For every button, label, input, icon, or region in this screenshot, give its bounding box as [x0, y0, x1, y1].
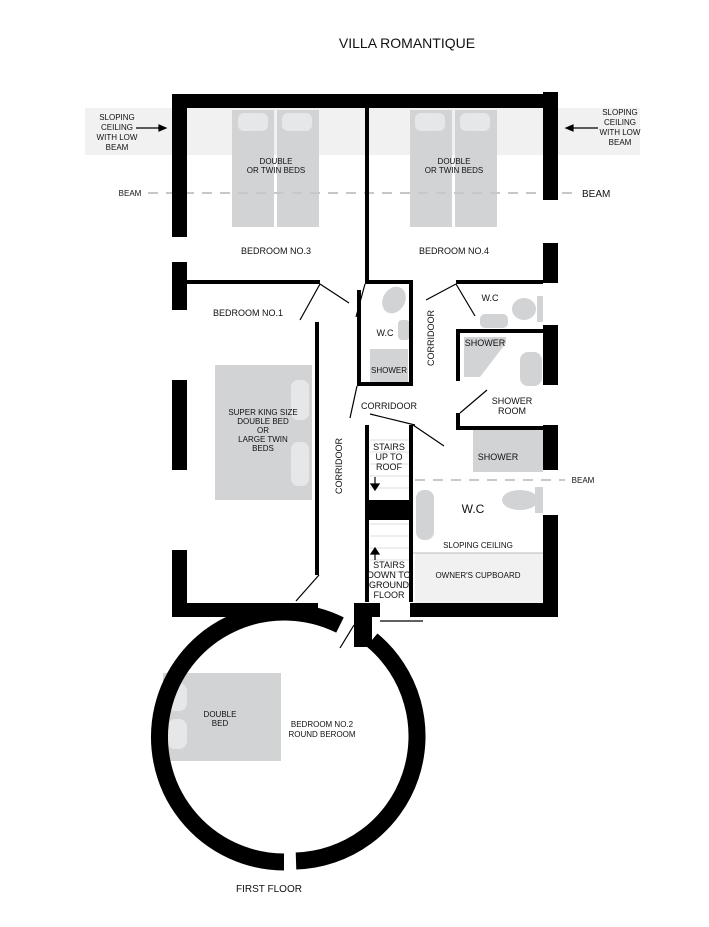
stairs-down-3: GROUND — [369, 580, 409, 590]
toilet-icon — [502, 490, 538, 510]
round-wall-left — [151, 603, 344, 871]
sloping-left-2: CEILING — [101, 123, 133, 132]
wc-big-label: W.C — [462, 502, 485, 516]
stairs-up-1: STAIRS — [373, 442, 405, 452]
bed1-text-5: BEDS — [252, 444, 274, 453]
sink-icon — [480, 314, 508, 328]
owners-cupboard-label: OWNER'S CUPBOARD — [435, 571, 520, 580]
wc-small-label: W.C — [377, 328, 394, 338]
shower-big-label: SHOWER — [478, 452, 519, 462]
bed4-text-2: OR TWIN BEDS — [425, 166, 484, 175]
stairs-up-3: ROOF — [376, 462, 403, 472]
floor-label: FIRST FLOOR — [236, 884, 302, 895]
bed4-text-1: DOUBLE — [438, 157, 471, 166]
stairs-up-2: UP TO — [375, 452, 402, 462]
beam-small-label: BEAM — [572, 476, 595, 485]
bed-bedroom1 — [215, 365, 312, 500]
shower-room-shower-label: SHOWER — [465, 338, 506, 348]
bed1-text-1: SUPER KING SIZE — [228, 408, 297, 417]
bed2-text-2: BED — [212, 719, 229, 728]
door-swing — [295, 283, 488, 649]
plan-title: VILLA ROMANTIQUE — [339, 35, 475, 51]
stairs-down-2: DOWN TO — [367, 570, 410, 580]
corridor-horizontal-label: CORRIDOOR — [361, 401, 418, 411]
round-wall-right — [295, 633, 426, 870]
owners-cupboard-area — [415, 553, 543, 603]
bed3-text-1: DOUBLE — [260, 157, 293, 166]
stairs-down-4: FLOOR — [373, 590, 405, 600]
walls — [172, 92, 558, 647]
stairs-down-1: STAIRS — [373, 560, 405, 570]
bed-bedroom2 — [163, 673, 281, 761]
shower-tray-small — [370, 349, 408, 383]
sloping-right-3: WITH LOW — [600, 128, 641, 137]
bed1-text-2: DOUBLE BED — [237, 417, 289, 426]
sink-icon — [398, 320, 410, 340]
beam-left-label: BEAM — [119, 189, 142, 198]
shower-room-label-2: ROOM — [498, 406, 526, 416]
sloping-left-4: BEAM — [106, 143, 129, 152]
beam-right-label: BEAM — [582, 189, 610, 200]
sloping-right-4: BEAM — [609, 138, 632, 147]
sloping-right-1: SLOPING — [602, 108, 638, 117]
shower-tray-big — [473, 429, 543, 472]
toilet-cistern — [537, 296, 543, 322]
bed-bedroom3 — [232, 110, 319, 227]
toilet-icon — [512, 298, 536, 320]
corridor-vertical-left-label: CORRIDOOR — [334, 438, 344, 495]
toilet-icon — [382, 286, 406, 314]
sloping-left-1: SLOPING — [99, 113, 135, 122]
sink-icon — [520, 352, 542, 386]
wc-bed4-label: W.C — [482, 293, 499, 303]
bedroom2-label-1: BEDROOM NO.2 — [291, 720, 354, 729]
bed1-text-3: OR — [257, 426, 269, 435]
bed-bedroom4 — [410, 110, 497, 227]
bedroom1-label: BEDROOM NO.1 — [213, 308, 283, 318]
bath-basin-icon — [416, 490, 434, 540]
beam-line — [148, 192, 580, 481]
bedroom2-label-2: ROUND BEROOM — [288, 730, 355, 739]
bed2-text-1: DOUBLE — [204, 710, 237, 719]
sloping-ceiling-label: SLOPING CEILING — [443, 541, 513, 550]
stairs-treads — [370, 439, 410, 585]
bedroom4-label: BEDROOM NO.4 — [419, 246, 489, 256]
shower-room-label-1: SHOWER — [492, 396, 533, 406]
toilet-cistern — [535, 487, 543, 513]
bed3-text-2: OR TWIN BEDS — [247, 166, 306, 175]
shower-tray-shower-room — [464, 337, 506, 377]
bed1-text-4: LARGE TWIN — [238, 435, 288, 444]
corridor-vertical-right-label: CORRIDOOR — [426, 310, 436, 367]
sloping-left-3: WITH LOW — [97, 133, 138, 142]
shower-small-label: SHOWER — [371, 366, 407, 375]
bedroom3-label: BEDROOM NO.3 — [241, 246, 311, 256]
sloping-right-2: CEILING — [604, 118, 636, 127]
